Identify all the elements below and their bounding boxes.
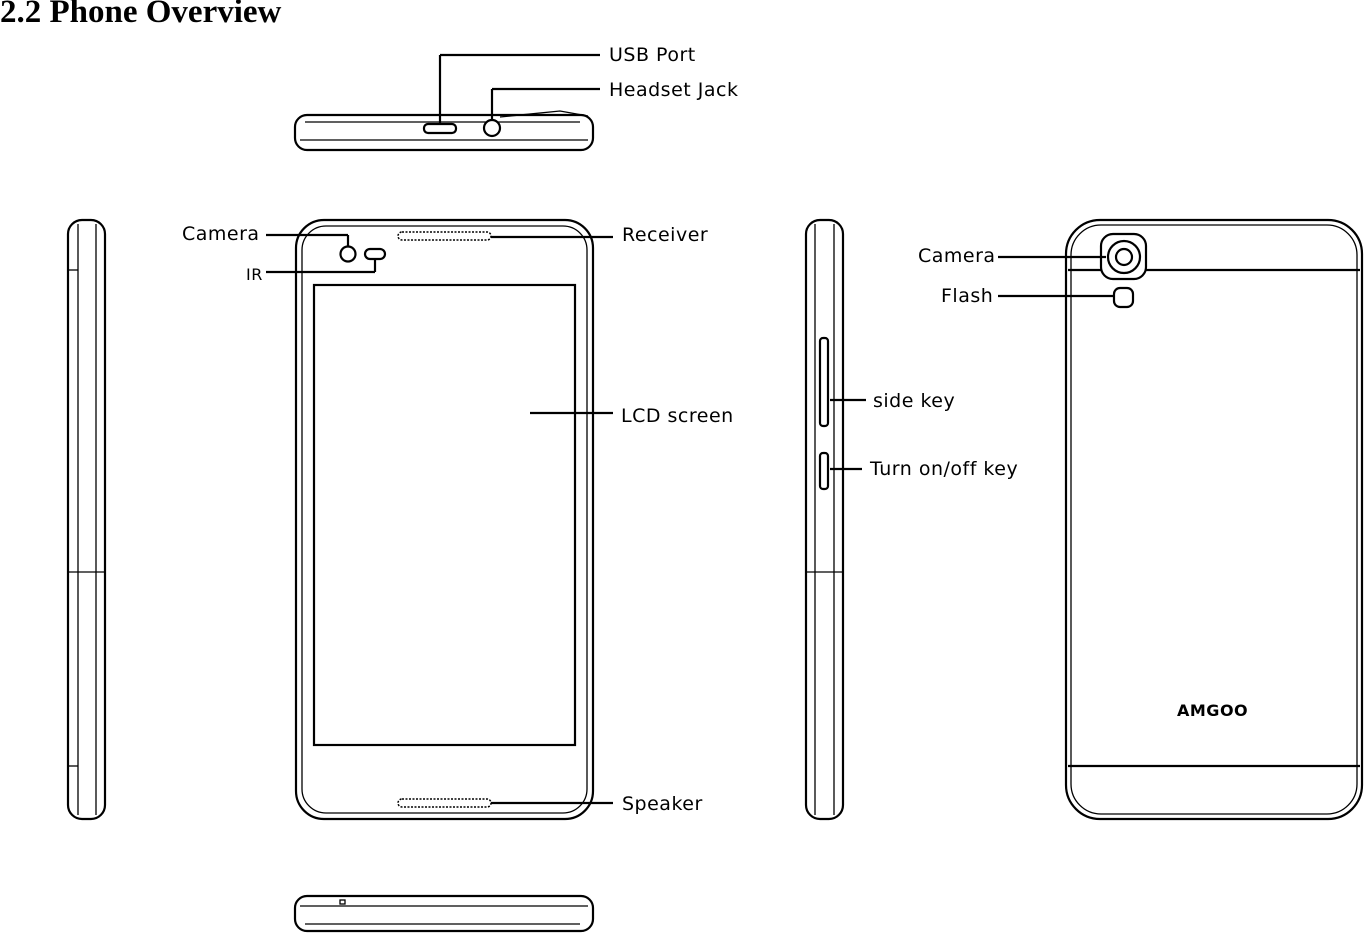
receiver-label: Receiver <box>622 224 708 246</box>
back-view: AMGOO <box>998 218 1364 821</box>
front-camera-label: Camera <box>182 223 260 245</box>
power-key-icon <box>818 451 830 491</box>
flash-label: Flash <box>941 285 993 307</box>
top-edge-view <box>293 53 600 152</box>
brand-logo: AMGOO <box>1177 701 1248 720</box>
speaker-grille-icon <box>397 798 492 808</box>
usb-port-icon <box>422 122 458 135</box>
bottom-edge-view <box>293 894 595 933</box>
headset-jack-label: Headset Jack <box>609 79 738 101</box>
receiver-grille-icon <box>397 231 492 241</box>
ir-sensor-icon <box>363 247 387 261</box>
left-side-view <box>66 218 107 821</box>
rear-camera-icon <box>1114 247 1134 267</box>
front-camera-icon <box>339 245 357 263</box>
power-key-label: Turn on/off key <box>869 458 1018 480</box>
front-view <box>266 218 613 821</box>
rear-camera-label: Camera <box>918 245 996 267</box>
side-key-icon <box>818 336 830 428</box>
headset-jack-icon <box>482 118 502 138</box>
page-title: 2.2 Phone Overview <box>0 0 282 30</box>
flash-icon <box>1112 286 1135 309</box>
ir-label: IR <box>246 265 263 284</box>
lcd-screen <box>312 283 577 747</box>
usb-port-label: USB Port <box>609 44 696 66</box>
right-side-view <box>804 218 866 821</box>
lcd-screen-label: LCD screen <box>621 405 734 427</box>
speaker-label: Speaker <box>622 793 703 815</box>
side-key-label: side key <box>873 390 955 412</box>
